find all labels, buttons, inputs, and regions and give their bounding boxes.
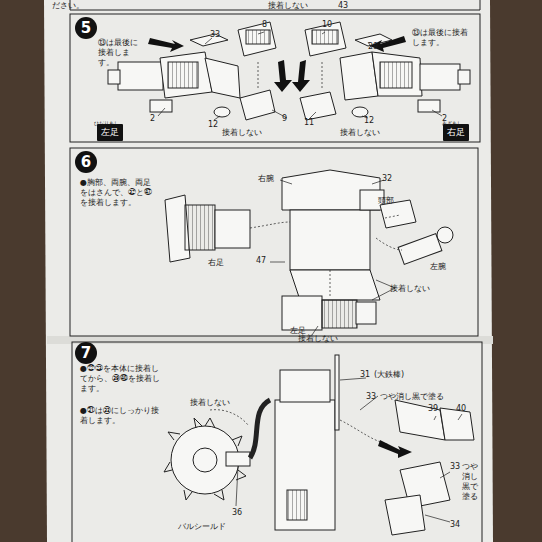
step7-parts bbox=[164, 355, 474, 535]
callout-label: 31 bbox=[360, 370, 370, 380]
callout-label: 8 bbox=[262, 20, 267, 30]
callout-label: 接着しない bbox=[190, 398, 230, 408]
callout-label: 右腕 bbox=[258, 174, 274, 184]
callout-label: 接着しない bbox=[222, 128, 262, 138]
step7-leaders bbox=[210, 378, 462, 522]
callout-label: 右足 bbox=[208, 258, 224, 268]
step6-leaders bbox=[250, 180, 402, 335]
callout-label: みぎあし bbox=[442, 120, 462, 126]
node-text: 左足 bbox=[101, 126, 119, 139]
paper-fold bbox=[47, 336, 493, 344]
step5-parts bbox=[108, 22, 470, 120]
node-text: 5 bbox=[81, 19, 91, 37]
callout-label: バルシールド bbox=[178, 522, 226, 532]
step-number: 7 bbox=[75, 342, 97, 364]
callout-label: 43 bbox=[338, 1, 348, 11]
instruction-note: ●㉒㉓を本体に接着してから、㊴㊵を接着します。 bbox=[80, 364, 160, 394]
callout-label: 40 bbox=[456, 404, 466, 414]
callout-label: 接着しない bbox=[340, 128, 380, 138]
part-tag: 左足 bbox=[97, 124, 123, 141]
callout-label: 接着しない bbox=[268, 1, 308, 11]
callout-label: 左腕 bbox=[430, 262, 446, 272]
callout-label: (大鉄棒) bbox=[374, 370, 404, 380]
callout-label: 34 bbox=[450, 520, 460, 530]
node-text: 右足 bbox=[447, 126, 465, 139]
section-frames bbox=[70, 0, 482, 542]
instruction-note: ⑬は最後に接着します。 bbox=[412, 28, 470, 48]
callout-label: 39 bbox=[428, 404, 438, 414]
callout-label: 12 bbox=[208, 120, 218, 130]
callout-label: ださい。 bbox=[52, 1, 84, 11]
callout-label: 36 bbox=[232, 508, 242, 518]
callout-label: 接着しない bbox=[390, 284, 430, 294]
instruction-note: ⑬は最後に接着します。 bbox=[98, 38, 140, 68]
callout-label: 接着しない bbox=[298, 334, 338, 344]
step6-parts bbox=[165, 170, 453, 330]
instruction-note: ●㉛は㉝にしっかり接着します。 bbox=[80, 406, 160, 426]
step7-arrows bbox=[378, 440, 412, 458]
instruction-note: ●胸部、両腕、両足をはさんで、㉜と㊼を接着します。 bbox=[80, 178, 156, 208]
callout-label: 47 bbox=[256, 256, 266, 266]
node-text: 6 bbox=[81, 153, 91, 171]
instruction-note: つや消し黒で塗る bbox=[462, 462, 480, 502]
callout-label: 12 bbox=[364, 116, 374, 126]
paper-sheet bbox=[44, 0, 493, 542]
step-number: 6 bbox=[75, 151, 97, 173]
part-tag: 右足 bbox=[443, 124, 469, 141]
callout-label: 10 bbox=[322, 20, 332, 30]
step-number: 5 bbox=[75, 17, 97, 39]
callout-label: 9 bbox=[282, 114, 287, 124]
node-text: 7 bbox=[81, 344, 91, 362]
callout-label: ひだりあし bbox=[94, 120, 119, 126]
callout-label: 33 bbox=[210, 30, 220, 40]
callout-label: つや消し黒で塗る bbox=[380, 392, 444, 402]
callout-label: 11 bbox=[304, 118, 314, 128]
step5-arrows bbox=[148, 36, 406, 92]
callout-label: 2 bbox=[150, 114, 155, 124]
callout-label: 頭部 bbox=[378, 196, 394, 206]
callout-label: 29 bbox=[368, 42, 378, 52]
callout-label: 33 bbox=[366, 392, 376, 402]
step5-leaders bbox=[158, 32, 442, 120]
callout-label: 33 bbox=[450, 462, 460, 472]
callout-label: 32 bbox=[382, 174, 392, 184]
